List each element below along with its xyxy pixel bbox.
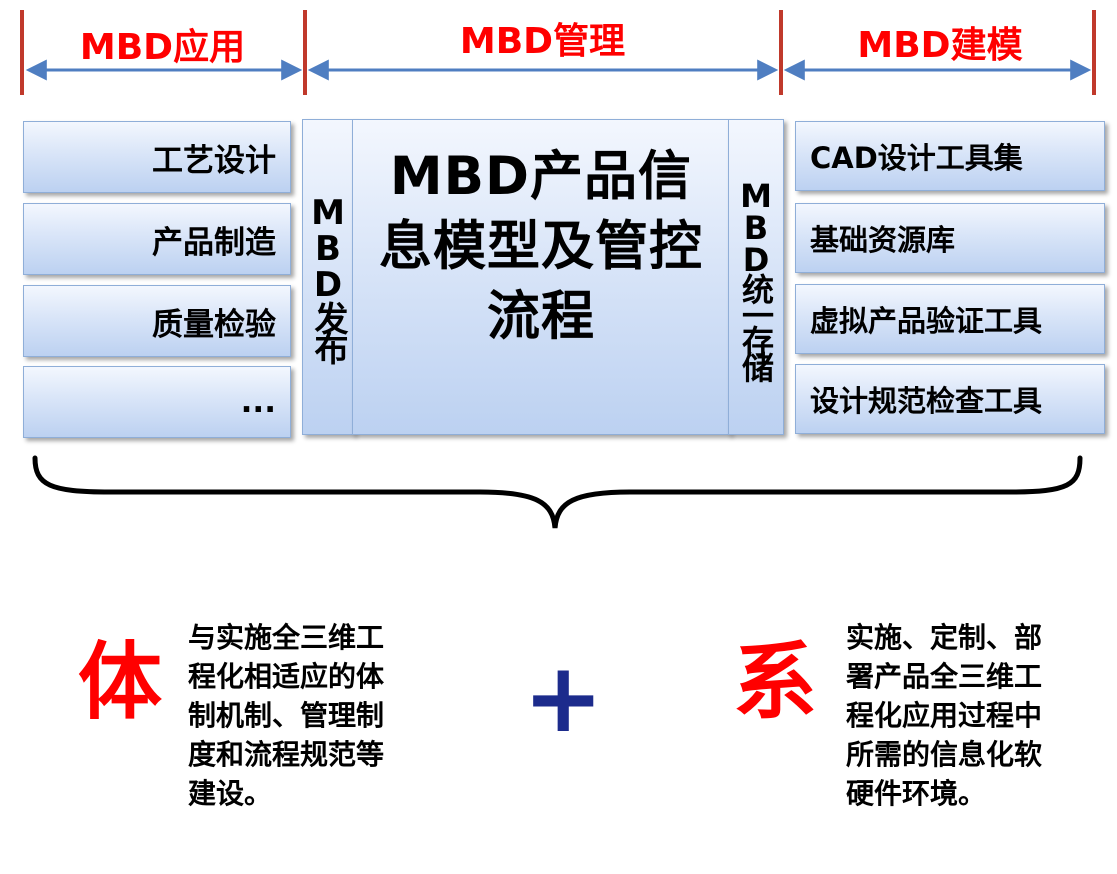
mbd-storage-label: MBD统一存储 <box>737 177 775 377</box>
left-item-process-design: 工艺设计 <box>23 121 291 193</box>
text-institution: 与实施全三维工程化相适应的体制机制、管理制度和流程规范等建设。 <box>188 621 385 810</box>
left-item-label: ... <box>240 384 276 420</box>
right-item-cad-tools: CAD设计工具集 <box>795 121 1105 191</box>
left-item-label: 产品制造 <box>152 224 276 261</box>
left-item-manufacturing: 产品制造 <box>23 203 291 275</box>
left-item-label: 质量检验 <box>152 306 276 343</box>
header-mbd-management: MBD管理 <box>459 21 626 62</box>
right-item-label: CAD设计工具集 <box>810 141 1023 175</box>
text-system: 实施、定制、部署产品全三维工程化应用过程中所需的信息化软硬件环境。 <box>846 621 1043 810</box>
left-item-quality-inspection: 质量检验 <box>23 285 291 357</box>
right-item-spec-check: 设计规范检查工具 <box>795 364 1105 434</box>
grouping-brace <box>32 455 1083 529</box>
right-item-label: 设计规范检查工具 <box>810 384 1043 418</box>
char-ti: 体 <box>78 633 163 731</box>
header-mbd-modeling: MBD建模 <box>857 25 1023 66</box>
left-item-label: 工艺设计 <box>152 142 276 179</box>
right-item-label: 基础资源库 <box>810 223 956 257</box>
mbd-publish-panel: MBD发布 <box>302 119 354 435</box>
left-item-more: ... <box>23 366 291 438</box>
plus-sign: + <box>523 642 604 754</box>
mbd-core-panel: MBD产品信息模型及管控流程 <box>352 119 730 435</box>
mbd-core-label: MBD产品信息模型及管控流程 <box>379 146 703 347</box>
right-item-resource-library: 基础资源库 <box>795 203 1105 273</box>
right-item-label: 虚拟产品验证工具 <box>810 304 1043 338</box>
header-mbd-application: MBD应用 <box>79 27 246 68</box>
mbd-publish-label: MBD发布 <box>308 193 348 361</box>
header-arrows <box>20 10 1096 95</box>
mbd-storage-panel: MBD统一存储 <box>728 119 784 435</box>
char-xi: 系 <box>733 633 818 731</box>
right-item-virtual-validation: 虚拟产品验证工具 <box>795 284 1105 354</box>
